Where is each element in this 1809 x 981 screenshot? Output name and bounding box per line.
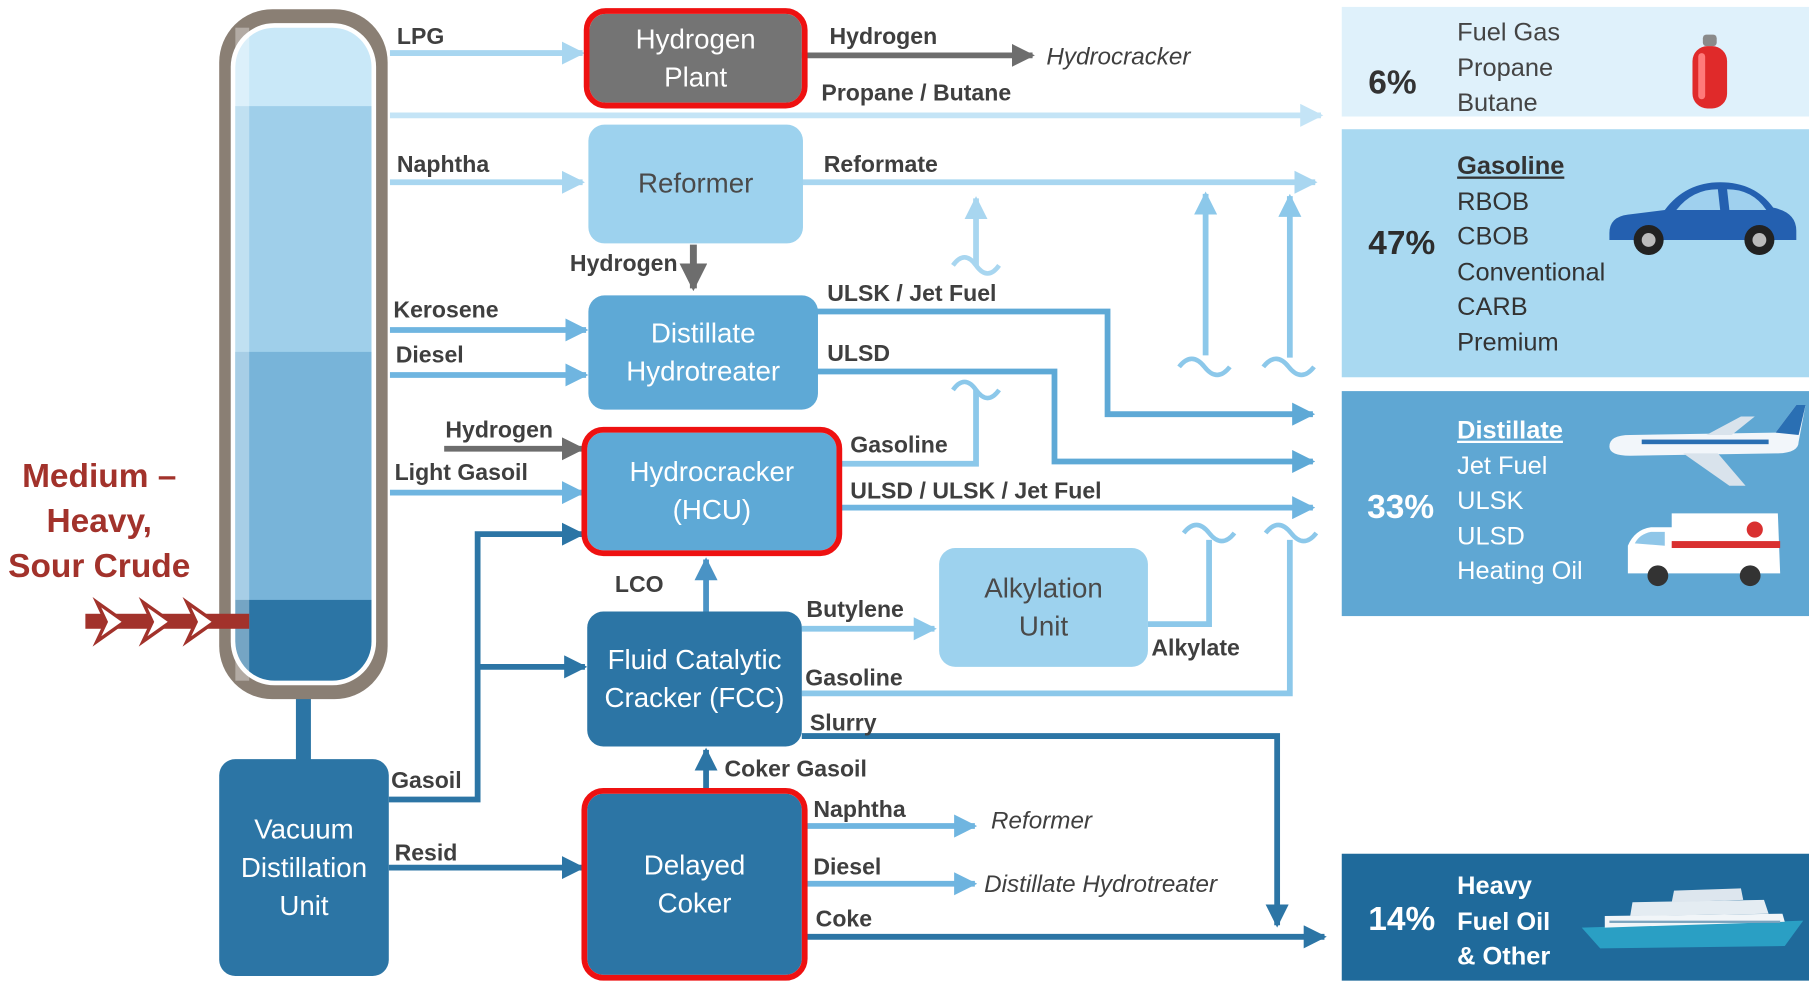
coker-diesel-label: Diesel bbox=[813, 854, 882, 881]
light-gasoil-label: Light Gasoil bbox=[394, 460, 528, 486]
naphtha-label: Naphtha bbox=[396, 152, 490, 178]
coker-gasoil-label: Coker Gasoil bbox=[724, 756, 867, 783]
break-mark-2 bbox=[951, 379, 1001, 401]
reformer-hydrogen-label: Hydrogen bbox=[569, 251, 678, 277]
feed-label: Medium – Heavy, Sour Crude bbox=[8, 458, 191, 585]
reformate-label: Reformate bbox=[823, 152, 938, 178]
product-share: 14% bbox=[1368, 901, 1436, 938]
crude-feed-arrow bbox=[85, 597, 250, 647]
butylene-label: Butylene bbox=[806, 597, 904, 623]
ulsk-jet-label: ULSK / Jet Fuel bbox=[827, 281, 997, 307]
hcu-gasoline-label: Gasoline bbox=[850, 432, 948, 459]
to-hydrocracker-label: Hydrocracker bbox=[1046, 43, 1191, 71]
kerosene-label: Kerosene bbox=[393, 297, 499, 324]
diesel-label: Diesel bbox=[395, 342, 464, 369]
product-share: 6% bbox=[1368, 64, 1417, 102]
hcu-ulsd-label: ULSD / ULSK / Jet Fuel bbox=[850, 478, 1102, 505]
ulsd-flow bbox=[816, 368, 1316, 474]
hydrogen-out-label: Hydrogen bbox=[829, 24, 938, 50]
to-reformer-label: Reformer bbox=[991, 807, 1093, 835]
fcc-gasoline-flow bbox=[801, 539, 1293, 697]
to-distillate-hydrotreater-label: Distillate Hydrotreater bbox=[984, 871, 1218, 898]
slurry-flow bbox=[801, 733, 1289, 928]
break-mark-4 bbox=[1261, 356, 1316, 378]
hcu-gasoline-flow bbox=[839, 389, 979, 467]
ulsd-label: ULSD bbox=[827, 341, 891, 367]
break-mark-3 bbox=[1177, 356, 1232, 378]
gasoil-label: Gasoil bbox=[391, 768, 462, 794]
break-mark-6 bbox=[1263, 522, 1319, 544]
crude-column bbox=[219, 9, 388, 700]
break-mark-5 bbox=[1181, 522, 1237, 544]
ambulance-icon bbox=[1627, 513, 1781, 587]
reformer-unit[interactable]: Reformer bbox=[588, 124, 803, 244]
product-share: 47% bbox=[1368, 224, 1436, 262]
slurry-label: Slurry bbox=[809, 710, 877, 737]
fcc-gasoline-label: Gasoline bbox=[805, 665, 903, 692]
hydrocracker-unit[interactable]: Hydrocracker(HCU) bbox=[581, 426, 843, 557]
ulsk-flow bbox=[816, 308, 1316, 426]
alkylate-label: Alkylate bbox=[1151, 635, 1240, 662]
lco-label: LCO bbox=[614, 572, 664, 598]
airplane-icon bbox=[1609, 404, 1806, 486]
hcu-hydrogen-label: Hydrogen bbox=[445, 417, 554, 444]
ship-icon bbox=[1581, 888, 1804, 949]
coker-naphtha-label: Naphtha bbox=[813, 797, 906, 823]
break-mark-1 bbox=[951, 255, 1001, 276]
product-share: 33% bbox=[1367, 489, 1435, 527]
coke-label: Coke bbox=[815, 906, 873, 933]
car-icon bbox=[1609, 182, 1797, 255]
propane-butane-label: Propane / Butane bbox=[821, 80, 1012, 107]
resid-label: Resid bbox=[394, 841, 458, 867]
lpg-label: LPG bbox=[396, 24, 445, 50]
alkylate-flow bbox=[1147, 539, 1212, 628]
propane-tank-icon bbox=[1692, 34, 1728, 109]
